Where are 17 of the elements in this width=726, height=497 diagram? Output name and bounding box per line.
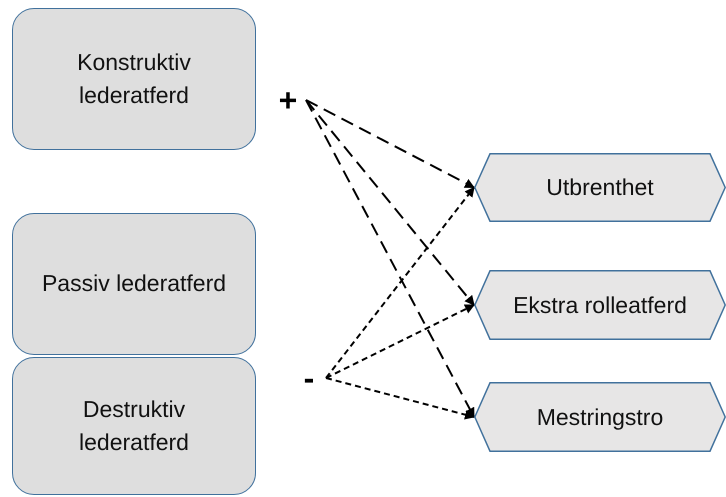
dashed-arrow (306, 99, 475, 188)
dashed-arrow (305, 100, 475, 418)
rounded-box: Destruktiv lederatferd (12, 357, 256, 495)
dashed-arrow (305, 99, 475, 306)
box-label: Utbrenthet (546, 173, 654, 202)
dashed-arrow (326, 377, 475, 420)
rounded-box: Passiv lederatferd (12, 213, 256, 355)
box-label: Mestringstro (536, 402, 664, 432)
hexagon-box (474, 153, 726, 222)
rounded-box: Konstruktiv lederatferd (12, 8, 256, 150)
sign-label: + (270, 82, 306, 118)
sign-label: - (292, 362, 326, 394)
box-label: Ekstra rolleatferd (513, 290, 687, 320)
dashed-arrow (326, 304, 475, 379)
dashed-arrow (325, 186, 475, 379)
hexagon-box (474, 382, 726, 452)
hexagon-box (474, 270, 726, 340)
